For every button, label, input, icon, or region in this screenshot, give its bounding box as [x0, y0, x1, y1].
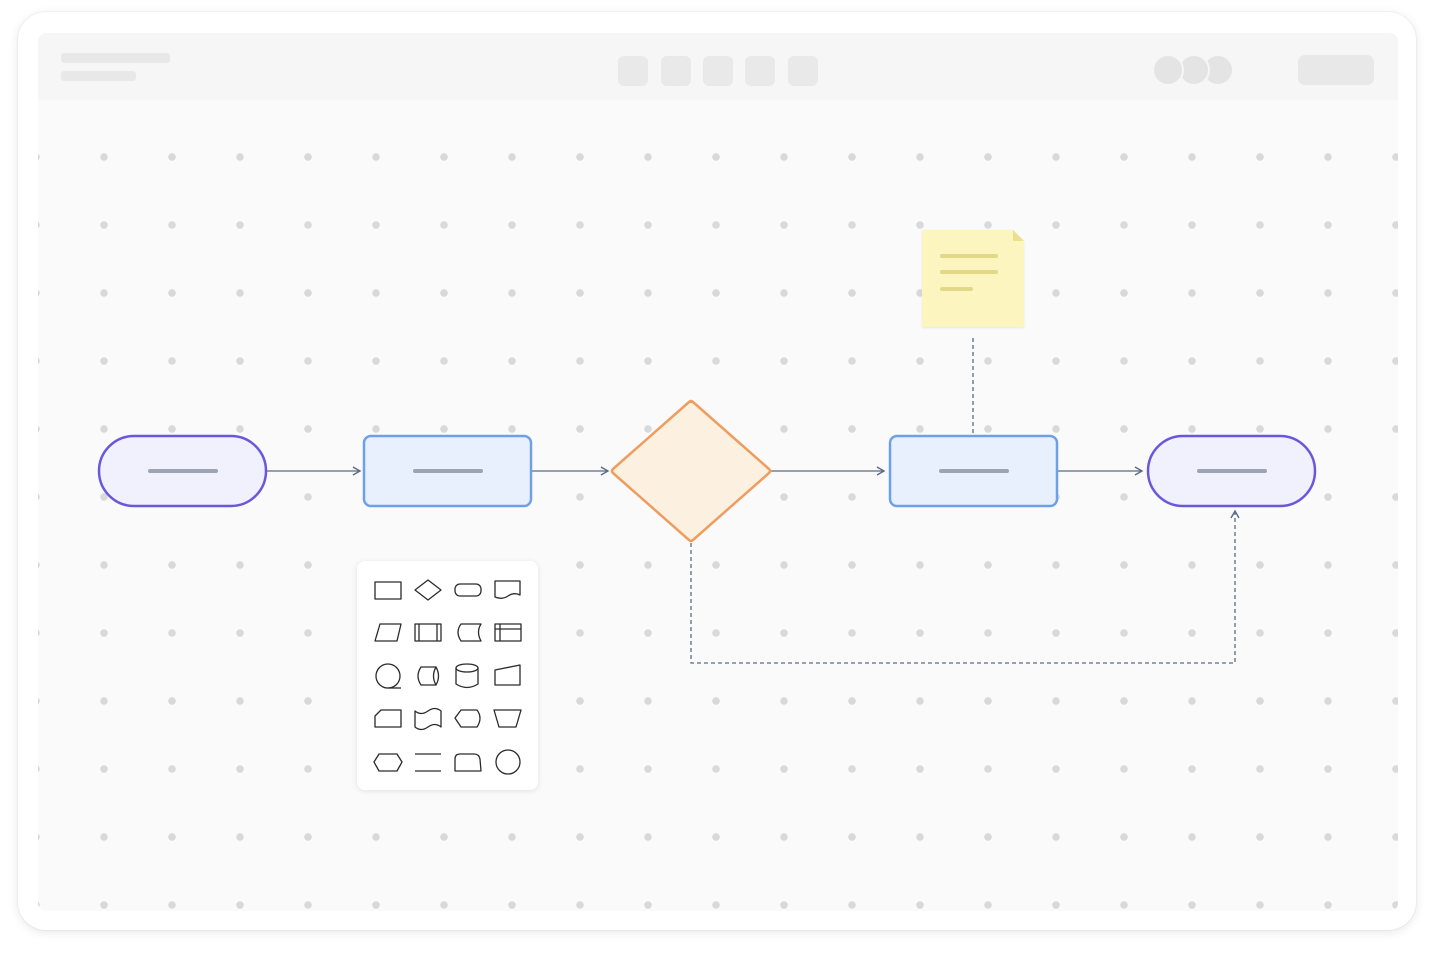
parallelogram-icon[interactable]	[374, 623, 402, 642]
diamond-icon[interactable]	[414, 579, 442, 601]
predefined-process-icon[interactable]	[414, 623, 442, 642]
start-terminator-node[interactable]	[97, 434, 268, 508]
sticky-note[interactable]	[922, 230, 1024, 327]
manual-input-icon[interactable]	[494, 664, 521, 686]
toolbar-tool-2[interactable]	[661, 56, 691, 86]
stored-data-icon[interactable]	[457, 623, 482, 642]
flowchart	[97, 230, 1317, 664]
preparation-icon[interactable]	[373, 753, 403, 772]
document-icon[interactable]	[494, 580, 521, 599]
top-bar	[38, 33, 1398, 100]
rounded-rectangle-icon[interactable]	[454, 583, 482, 597]
dashed-connector-decision-to-end[interactable]	[690, 509, 1240, 664]
end-terminator-node[interactable]	[1146, 434, 1317, 508]
parallel-mode-icon[interactable]	[415, 753, 441, 772]
sequential-data-icon[interactable]	[375, 663, 401, 689]
toolbar-tool-5[interactable]	[788, 56, 818, 86]
database-icon[interactable]	[455, 663, 479, 689]
collaborator-avatar-3[interactable]	[1202, 54, 1234, 86]
whiteboard-app	[38, 33, 1398, 911]
display-icon[interactable]	[454, 709, 481, 728]
rectangle-icon[interactable]	[374, 581, 402, 600]
direct-data-icon[interactable]	[417, 666, 440, 686]
board-subtitle-placeholder	[61, 71, 136, 81]
shape-palette	[357, 561, 538, 790]
connector-icon[interactable]	[495, 749, 521, 775]
toolbar-tool-1[interactable]	[618, 56, 648, 86]
collaborator-avatar-1[interactable]	[1152, 54, 1184, 86]
toolbar-tool-4[interactable]	[745, 56, 775, 86]
delay-icon[interactable]	[454, 753, 482, 772]
toolbar-tool-3[interactable]	[703, 56, 733, 86]
shape-palette-grid	[373, 579, 522, 775]
process-node-1[interactable]	[362, 434, 533, 508]
process-node-2[interactable]	[888, 434, 1059, 508]
board-title-placeholder[interactable]	[61, 53, 170, 63]
punched-tape-icon[interactable]	[414, 707, 442, 731]
decision-node[interactable]	[610, 399, 772, 543]
card-icon[interactable]	[374, 709, 402, 728]
manual-operation-icon[interactable]	[493, 709, 522, 728]
share-button[interactable]	[1298, 55, 1374, 85]
internal-storage-icon[interactable]	[494, 623, 522, 642]
